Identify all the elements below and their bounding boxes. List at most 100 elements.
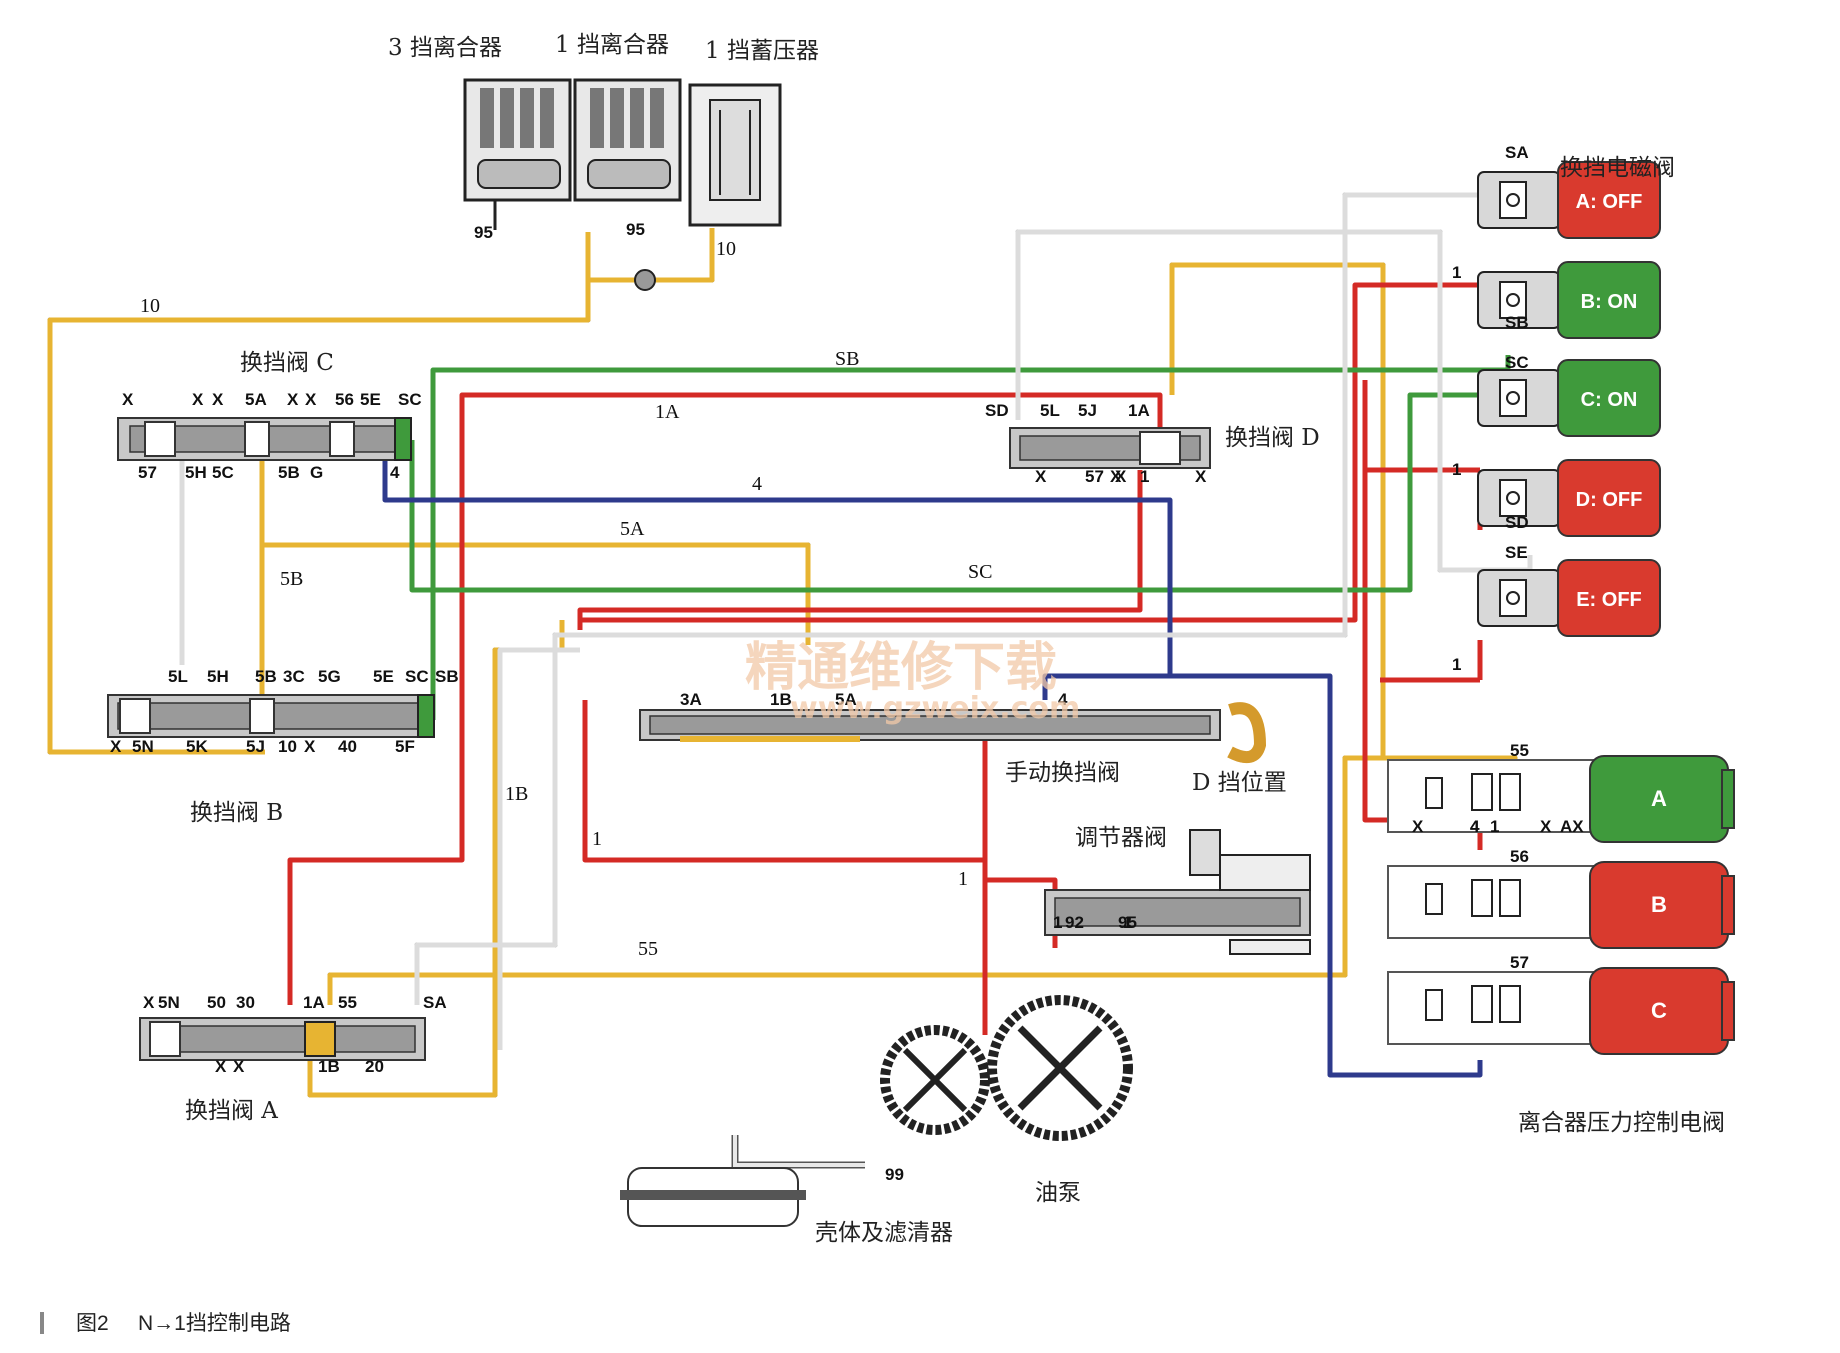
oil-pump	[880, 995, 1133, 1141]
line-code-1: 1	[1452, 460, 1461, 479]
line-code-1: 1	[1452, 263, 1461, 282]
port-label: 4	[1058, 690, 1068, 709]
port-label: 40	[338, 737, 357, 756]
line-code-1b: 1B	[505, 783, 528, 805]
port-label: X	[215, 1057, 227, 1076]
caption-title: N→1挡控制电路	[138, 1312, 291, 1335]
pressure-control-a: A 55	[1387, 741, 1735, 843]
line-code-99: 99	[885, 1165, 904, 1184]
port-label: 5A	[835, 690, 857, 709]
port-label: 1	[1053, 913, 1062, 932]
port-label: 5E	[373, 667, 394, 686]
label-shift-valve-d: 换挡阀 D	[1225, 425, 1320, 451]
port-label: 1A	[1128, 401, 1150, 420]
port-label: 30	[236, 993, 255, 1012]
port-label: SA	[423, 993, 447, 1012]
solenoid-state-box	[1557, 161, 1661, 239]
port-label: 4	[1470, 817, 1480, 836]
line-1a-gray	[497, 647, 580, 1050]
label-pump: 油泵	[1035, 1180, 1081, 1206]
clutch-3	[463, 78, 572, 230]
port-label: X	[233, 1057, 245, 1076]
port-label: X	[110, 737, 122, 756]
solenoid-port-icon	[1506, 491, 1520, 505]
line-1b-yellow	[307, 620, 565, 1098]
pc-land	[1471, 985, 1493, 1023]
port-label: 5K	[186, 737, 208, 756]
port-label: 1	[1123, 913, 1132, 932]
port-label: SB	[435, 667, 459, 686]
pc-name: A	[1651, 786, 1667, 811]
pc-code: 57	[1510, 953, 1529, 972]
solenoid-sc: C: ON SC	[1477, 353, 1661, 437]
port-label: SC	[398, 390, 422, 409]
shift-valve-c	[117, 417, 412, 461]
label-manual-valve: 手动换挡阀	[1005, 760, 1120, 786]
solenoid-plunger	[1499, 479, 1527, 517]
port-label: SC	[405, 667, 429, 686]
port-label: 5N	[132, 737, 154, 756]
pc-land	[1499, 985, 1521, 1023]
port-label: SD	[985, 401, 1009, 420]
port-label: X	[212, 390, 224, 409]
pc-coil-cap	[1721, 769, 1735, 829]
line-sd-gray	[1015, 229, 1533, 573]
port-label: 4	[1470, 817, 1480, 836]
label-clutch-1: 1 挡离合器	[555, 32, 669, 58]
port-label: 1A	[303, 993, 325, 1012]
label-shift-valve-a: 换挡阀 A	[185, 1098, 278, 1124]
label-d-position: D 挡位置	[1192, 770, 1287, 796]
port-label: 5N	[158, 993, 180, 1012]
port-label: X	[304, 737, 316, 756]
port-label: 5F	[395, 737, 415, 756]
solenoid-code: SE	[1505, 543, 1528, 562]
solenoid-code: SC	[1505, 353, 1529, 372]
pc-land	[1471, 879, 1493, 917]
port-code-95: 95	[626, 220, 645, 239]
solenoid-state-label: C: ON	[1581, 389, 1638, 411]
line-code-5a: 5A	[620, 518, 645, 540]
pressure-control-c: C57	[1387, 953, 1735, 1055]
line-sb-green	[430, 355, 1511, 720]
line-code-sb: SB	[835, 348, 859, 370]
solenoid-port-icon	[1506, 293, 1520, 307]
label-shift-valve-b: 换挡阀 B	[190, 800, 283, 826]
solenoid-state-box	[1557, 359, 1661, 437]
pc-code: 55	[1510, 741, 1529, 760]
pc-coil-cap	[1721, 981, 1735, 1041]
label-accumulator-1: 1 挡蓄压器	[705, 38, 819, 64]
port-label: 5L	[1040, 401, 1060, 420]
line-code-1: 1	[592, 828, 602, 850]
port-label: 55	[338, 993, 357, 1012]
housing-filter	[620, 1135, 865, 1227]
label-shift-valve-c: 换挡阀 C	[240, 350, 334, 376]
port-label: X	[1195, 467, 1207, 486]
port-label: 5C	[212, 463, 234, 482]
port-label: X	[122, 390, 134, 409]
line-code-10: 10	[140, 295, 160, 317]
port-label: 50	[207, 993, 226, 1012]
solenoid-port-icon	[1506, 591, 1520, 605]
port-code-95: 95	[474, 223, 493, 242]
port-label: 57	[1085, 467, 1104, 486]
line-code-4: 4	[752, 473, 762, 495]
solenoid-state-box	[1557, 261, 1661, 339]
port-label: X	[287, 390, 299, 409]
port-label: 20	[365, 1057, 384, 1076]
pc-land	[1425, 777, 1443, 809]
check-ball	[634, 269, 656, 291]
port-label: 95	[1118, 913, 1137, 932]
solenoid-state-label: D: OFF	[1576, 489, 1643, 511]
caption-figure: 图2	[76, 1312, 109, 1335]
solenoid-state-box	[1557, 559, 1661, 637]
port-label: X	[1115, 467, 1127, 486]
solenoid-state-label: B: ON	[1581, 291, 1638, 313]
port-label: 5L	[168, 667, 188, 686]
watermark-url: www.gzweix.com	[790, 691, 1080, 726]
port-label: 5J	[1078, 401, 1097, 420]
label-clutch-3: 3 挡离合器	[388, 35, 502, 61]
